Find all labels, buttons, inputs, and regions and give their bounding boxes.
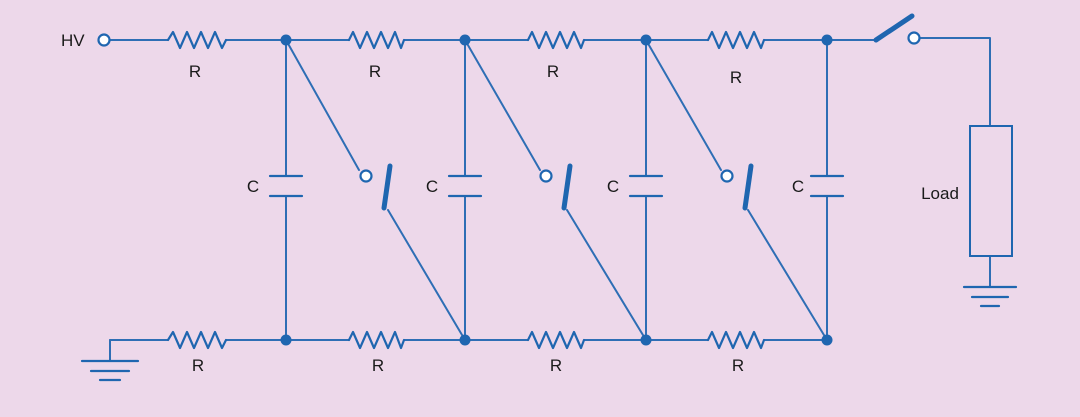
node-bottom-1	[280, 334, 292, 346]
resistor-label: R	[189, 62, 201, 81]
resistor-label: R	[732, 356, 744, 375]
ground-icon	[80, 359, 140, 382]
node-top-2	[459, 34, 471, 46]
resistor-label: R	[369, 62, 381, 81]
spark-gap-2	[539, 163, 573, 211]
ground-icon	[962, 285, 1018, 308]
node-bottom-2	[459, 334, 471, 346]
resistor-bottom-3	[526, 330, 586, 350]
capacitors	[268, 174, 845, 198]
node-bottom-3	[640, 334, 652, 346]
spark-gap-3	[720, 163, 754, 211]
load-resistor	[969, 125, 1013, 257]
wires	[109, 37, 991, 361]
resistor-bottom-4	[706, 330, 766, 350]
spark-gap-3-wire	[645, 39, 828, 341]
labels: HV R R R R R R R R C C C C Load	[61, 31, 959, 375]
capacitor-1	[268, 174, 304, 198]
resistor-top-4	[706, 30, 766, 50]
resistors	[166, 30, 766, 350]
capacitor-2	[447, 174, 483, 198]
node-top-3	[640, 34, 652, 46]
capacitor-label: C	[792, 177, 804, 196]
resistor-label: R	[372, 356, 384, 375]
hv-input-terminal	[97, 33, 111, 47]
capacitor-label: C	[607, 177, 619, 196]
spark-gap-2-wire	[464, 39, 647, 341]
resistor-top-2	[347, 30, 406, 50]
output-spark-gap-switch	[873, 13, 921, 45]
resistor-top-1	[166, 30, 228, 50]
junction-nodes	[280, 34, 833, 346]
hv-label: HV	[61, 31, 85, 50]
spark-gap-1	[359, 163, 393, 211]
output-wire	[917, 37, 991, 287]
capacitor-label: C	[426, 177, 438, 196]
resistor-label: R	[730, 68, 742, 87]
resistor-label: R	[192, 356, 204, 375]
spark-gap-1-wire	[285, 39, 466, 341]
resistor-top-3	[526, 30, 586, 50]
resistor-label: R	[547, 62, 559, 81]
capacitor-label: C	[247, 177, 259, 196]
node-top-4	[821, 34, 833, 46]
load-label: Load	[921, 184, 959, 203]
grounds	[80, 285, 1018, 382]
resistor-label: R	[550, 356, 562, 375]
capacitor-4	[809, 174, 845, 198]
node-top-1	[280, 34, 292, 46]
resistor-bottom-1	[166, 330, 228, 350]
node-bottom-4	[821, 334, 833, 346]
capacitor-3	[628, 174, 664, 198]
resistor-bottom-2	[347, 330, 406, 350]
spark-gaps	[359, 13, 921, 211]
